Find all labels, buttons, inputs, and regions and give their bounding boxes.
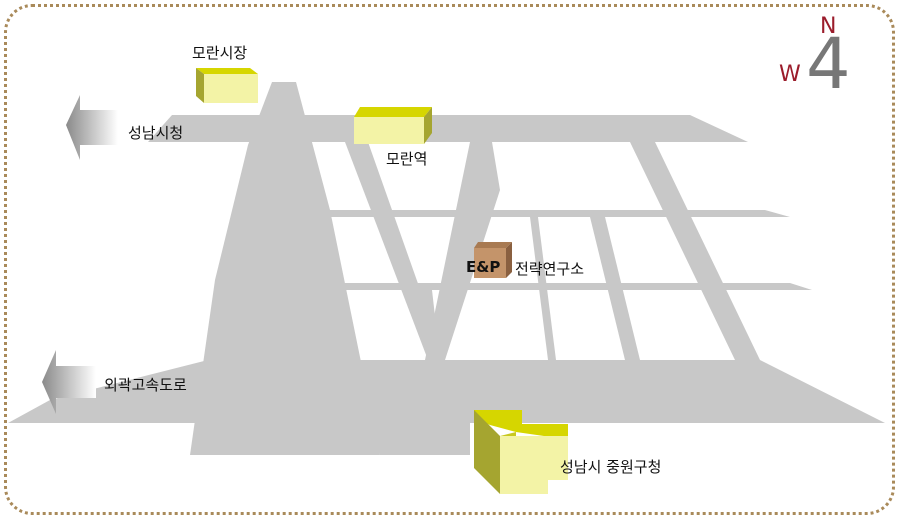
road-segment-a (530, 217, 556, 360)
compass-north: N (820, 14, 837, 39)
building-moran-station (354, 107, 432, 144)
label-ep-mark: E&P (466, 258, 501, 276)
map-frame (4, 4, 895, 515)
road-mid-2 (338, 283, 812, 290)
road-bottom-extension (370, 423, 470, 455)
road-bottom (8, 360, 885, 423)
roads (8, 82, 885, 455)
arrow-left-cityhall-icon (66, 95, 118, 160)
label-moran-station: 모란역 (386, 150, 428, 168)
label-ring-expressway: 외곽고속도로 (104, 376, 187, 394)
road-segment-c (420, 290, 440, 360)
compass-number: 4 (806, 23, 851, 105)
building-moran-market (196, 68, 258, 103)
label-moran-market: 모란시장 (192, 44, 248, 62)
building-ep-lab (474, 242, 512, 278)
road-right-diagonal (630, 142, 760, 360)
road-top (148, 115, 748, 142)
road-v-middle (425, 142, 500, 360)
road-mid-1 (322, 210, 790, 217)
building-jungwon-office (474, 410, 568, 494)
arrow-left-expressway-icon (42, 350, 96, 414)
label-seongnam-city-hall: 성남시청 (128, 124, 184, 142)
compass-west: W (779, 62, 801, 87)
road-segment-b (590, 217, 640, 360)
label-jungwon-office: 성남시 중원구청 (560, 458, 662, 476)
label-ep-lab: 전략연구소 (515, 260, 585, 278)
road-diagonal-station (345, 142, 445, 360)
